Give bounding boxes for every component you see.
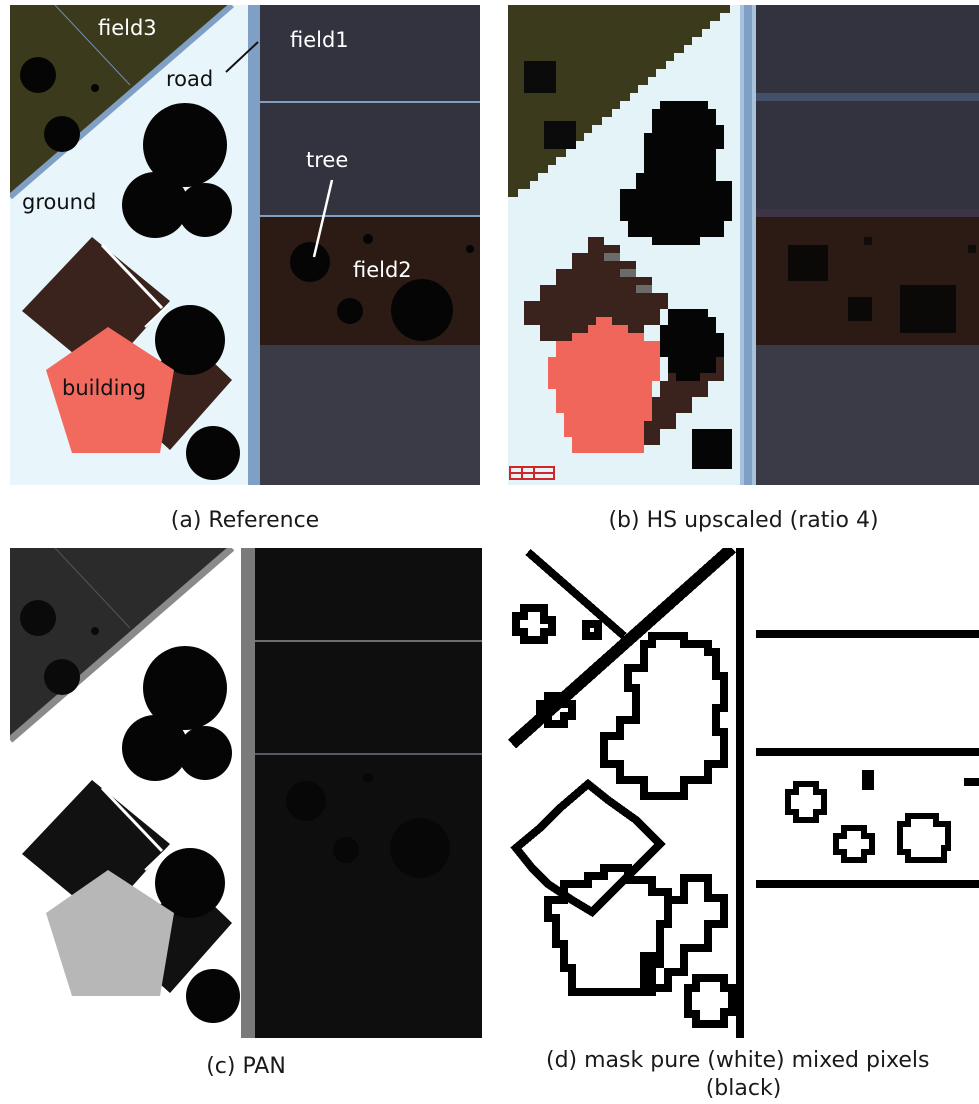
field2-small-tree-mask xyxy=(862,770,874,790)
road-line xyxy=(10,548,235,743)
tree xyxy=(363,234,373,244)
soil-divider-line xyxy=(636,285,652,293)
vertical-road xyxy=(241,548,255,1038)
building-area xyxy=(46,870,174,996)
tree xyxy=(122,172,188,238)
road-pointer-line xyxy=(225,41,259,73)
tree xyxy=(20,57,56,93)
tree xyxy=(155,848,225,918)
panel-c-pan xyxy=(10,548,482,1038)
field2-bottom-mask xyxy=(756,880,979,888)
tree xyxy=(788,245,828,281)
tree xyxy=(524,61,556,93)
field1-divider-line xyxy=(756,93,979,101)
vertical-road-core xyxy=(744,5,752,485)
ground-label: ground xyxy=(22,190,96,214)
field-bottom-area xyxy=(756,345,979,485)
tree xyxy=(660,309,724,381)
soil-divider-line xyxy=(144,304,169,328)
tree xyxy=(620,101,732,245)
building-area xyxy=(548,317,660,453)
tree xyxy=(122,715,188,781)
tree xyxy=(186,969,240,1023)
soil-divider-line xyxy=(100,243,164,310)
tree xyxy=(20,600,56,636)
field2-top-line xyxy=(756,209,979,217)
soil-divider-line xyxy=(144,847,169,871)
field2-small-tree-mask xyxy=(964,778,979,786)
panel-c-caption: (c) PAN xyxy=(206,1054,286,1079)
building-label: building xyxy=(62,376,146,400)
tree xyxy=(178,726,232,780)
tree xyxy=(91,627,99,635)
tree xyxy=(44,659,80,695)
tree-pointer-line xyxy=(312,179,334,258)
field3-inner-line xyxy=(54,548,131,629)
tree xyxy=(44,116,80,152)
tree xyxy=(186,426,240,480)
field1-label: field1 xyxy=(290,28,349,52)
panel-d-mask xyxy=(508,548,979,1038)
tree xyxy=(692,429,732,469)
soil-block xyxy=(22,237,170,377)
mask-map xyxy=(508,548,979,1038)
tree xyxy=(91,84,99,92)
road-line xyxy=(10,5,234,200)
tree xyxy=(333,837,359,863)
tree xyxy=(155,305,225,375)
tree xyxy=(143,103,227,187)
panel-d-caption-line2: (black) xyxy=(705,1076,782,1101)
tree xyxy=(848,297,872,321)
tree xyxy=(363,773,373,783)
tree xyxy=(390,818,450,878)
pan-map xyxy=(10,548,482,1038)
tree-label: tree xyxy=(306,148,348,172)
tree xyxy=(290,242,330,282)
field2-tree-outlines xyxy=(785,781,951,863)
panel-d-caption-line1: (d) mask pure (white) mixed pixels xyxy=(546,1048,930,1073)
tree xyxy=(391,279,453,341)
field3-label: field3 xyxy=(98,16,157,40)
road-label: road xyxy=(166,67,213,91)
field-bottom-area xyxy=(260,345,480,485)
panel-b-caption: (b) HS upscaled (ratio 4) xyxy=(608,508,879,533)
field1-area xyxy=(756,5,979,217)
soil-divider-line xyxy=(604,253,620,261)
tree xyxy=(544,121,576,149)
field2-top-mask xyxy=(756,748,979,756)
reference-map: field3 field1 road tree ground field2 bu… xyxy=(10,5,480,485)
tree xyxy=(466,245,474,253)
red-marker-symbol xyxy=(509,466,555,480)
mixed-pixel-outlines xyxy=(508,548,736,1028)
panel-a-caption: (a) Reference xyxy=(170,508,320,533)
tree xyxy=(286,781,326,821)
field1-divider-mask xyxy=(756,630,979,638)
field1-area xyxy=(260,5,480,217)
hs-upscaled-map xyxy=(508,5,979,485)
tree xyxy=(143,646,227,730)
tree xyxy=(900,285,956,333)
vertical-road-mask xyxy=(736,548,744,1038)
tree xyxy=(337,298,363,324)
soil-divider-line xyxy=(620,269,636,277)
building-area xyxy=(46,327,174,453)
soil-divider-line xyxy=(100,786,164,853)
field3-inner-line xyxy=(54,5,131,86)
field2-label: field2 xyxy=(353,258,412,282)
soil-block xyxy=(22,780,170,920)
tree xyxy=(178,183,232,237)
panel-a-reference: field3 field1 road tree ground field2 bu… xyxy=(10,5,480,485)
panel-b-hs-upscaled xyxy=(508,5,979,485)
tree xyxy=(968,245,976,253)
vertical-road xyxy=(248,5,260,485)
tree xyxy=(864,237,872,245)
